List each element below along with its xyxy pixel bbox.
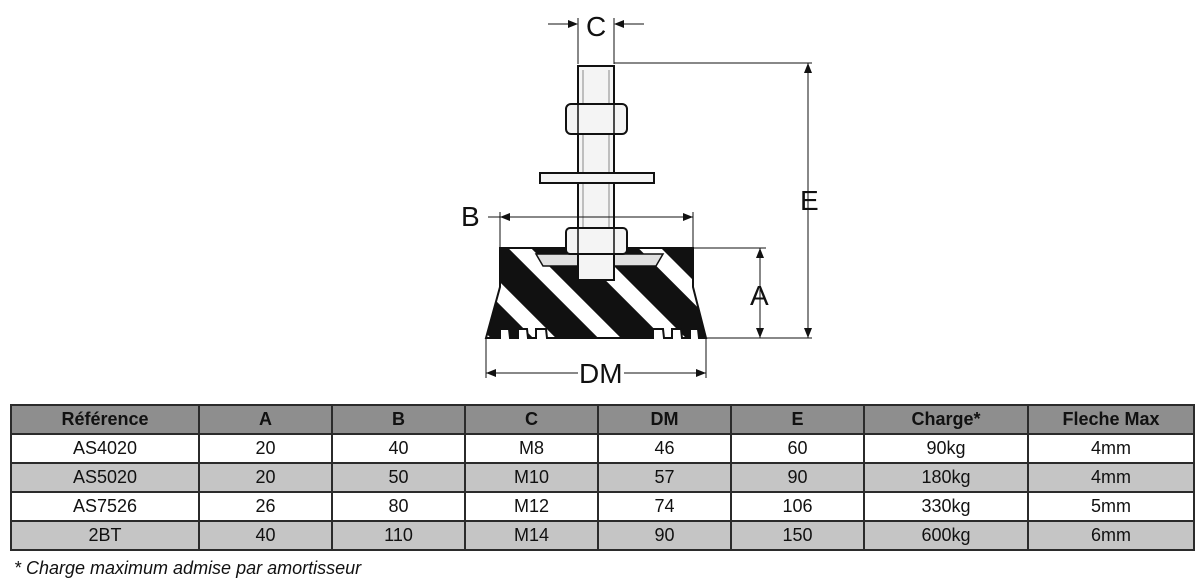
table-row: AS7526 26 80 M12 74 106 330kg 5mm bbox=[10, 491, 1195, 522]
header-fleche-max: Fleche Max bbox=[1027, 404, 1195, 435]
cell-fleche-max: 4mm bbox=[1027, 462, 1195, 493]
cell-c: M10 bbox=[464, 462, 599, 493]
header-c: C bbox=[464, 404, 599, 435]
cell-c: M14 bbox=[464, 520, 599, 551]
cell-a: 40 bbox=[198, 520, 333, 551]
label-dm: DM bbox=[579, 358, 623, 389]
dimension-a: A bbox=[693, 247, 769, 338]
cell-e: 60 bbox=[730, 433, 865, 464]
dimension-b: B bbox=[461, 201, 694, 248]
cell-reference: AS7526 bbox=[10, 491, 200, 522]
cell-charge: 600kg bbox=[863, 520, 1029, 551]
cell-fleche-max: 6mm bbox=[1027, 520, 1195, 551]
cell-b: 40 bbox=[331, 433, 466, 464]
cell-dm: 74 bbox=[597, 491, 732, 522]
cell-b: 50 bbox=[331, 462, 466, 493]
cell-dm: 46 bbox=[597, 433, 732, 464]
header-dm: DM bbox=[597, 404, 732, 435]
cell-c: M12 bbox=[464, 491, 599, 522]
cell-reference: 2BT bbox=[10, 520, 200, 551]
table-row: AS5020 20 50 M10 57 90 180kg 4mm bbox=[10, 462, 1195, 493]
cell-reference: AS5020 bbox=[10, 462, 200, 493]
cell-fleche-max: 5mm bbox=[1027, 491, 1195, 522]
table-row: 2BT 40 110 M14 90 150 600kg 6mm bbox=[10, 520, 1195, 551]
cell-e: 106 bbox=[730, 491, 865, 522]
header-charge: Charge* bbox=[863, 404, 1029, 435]
cell-charge: 180kg bbox=[863, 462, 1029, 493]
cell-charge: 330kg bbox=[863, 491, 1029, 522]
cell-c: M8 bbox=[464, 433, 599, 464]
cell-charge: 90kg bbox=[863, 433, 1029, 464]
cell-b: 110 bbox=[331, 520, 466, 551]
embedded-nut bbox=[577, 253, 615, 281]
table-header-row: Référence A B C DM E Charge* Fleche Max bbox=[10, 404, 1195, 435]
label-a: A bbox=[750, 280, 769, 311]
top-nut bbox=[565, 103, 628, 135]
dimension-e: E bbox=[614, 62, 819, 339]
cell-dm: 57 bbox=[597, 462, 732, 493]
cell-a: 26 bbox=[198, 491, 333, 522]
table-row: AS4020 20 40 M8 46 60 90kg 4mm bbox=[10, 433, 1195, 464]
header-reference: Référence bbox=[10, 404, 200, 435]
dimension-c: C bbox=[548, 11, 644, 64]
header-b: B bbox=[331, 404, 466, 435]
label-e: E bbox=[800, 185, 819, 216]
header-e: E bbox=[730, 404, 865, 435]
technical-drawing: C B E A DM bbox=[461, 11, 819, 389]
lower-nut bbox=[565, 227, 628, 255]
specifications-table: Référence A B C DM E Charge* Fleche Max … bbox=[10, 404, 1195, 551]
cell-reference: AS4020 bbox=[10, 433, 200, 464]
dimension-dm: DM bbox=[485, 338, 707, 389]
cell-e: 150 bbox=[730, 520, 865, 551]
label-c: C bbox=[586, 11, 606, 42]
header-a: A bbox=[198, 404, 333, 435]
cell-a: 20 bbox=[198, 433, 333, 464]
cell-b: 80 bbox=[331, 491, 466, 522]
label-b: B bbox=[461, 201, 480, 232]
cell-a: 20 bbox=[198, 462, 333, 493]
cell-dm: 90 bbox=[597, 520, 732, 551]
washer bbox=[539, 172, 655, 184]
cell-fleche-max: 4mm bbox=[1027, 433, 1195, 464]
cell-e: 90 bbox=[730, 462, 865, 493]
footnote: * Charge maximum admise par amortisseur bbox=[14, 558, 362, 578]
